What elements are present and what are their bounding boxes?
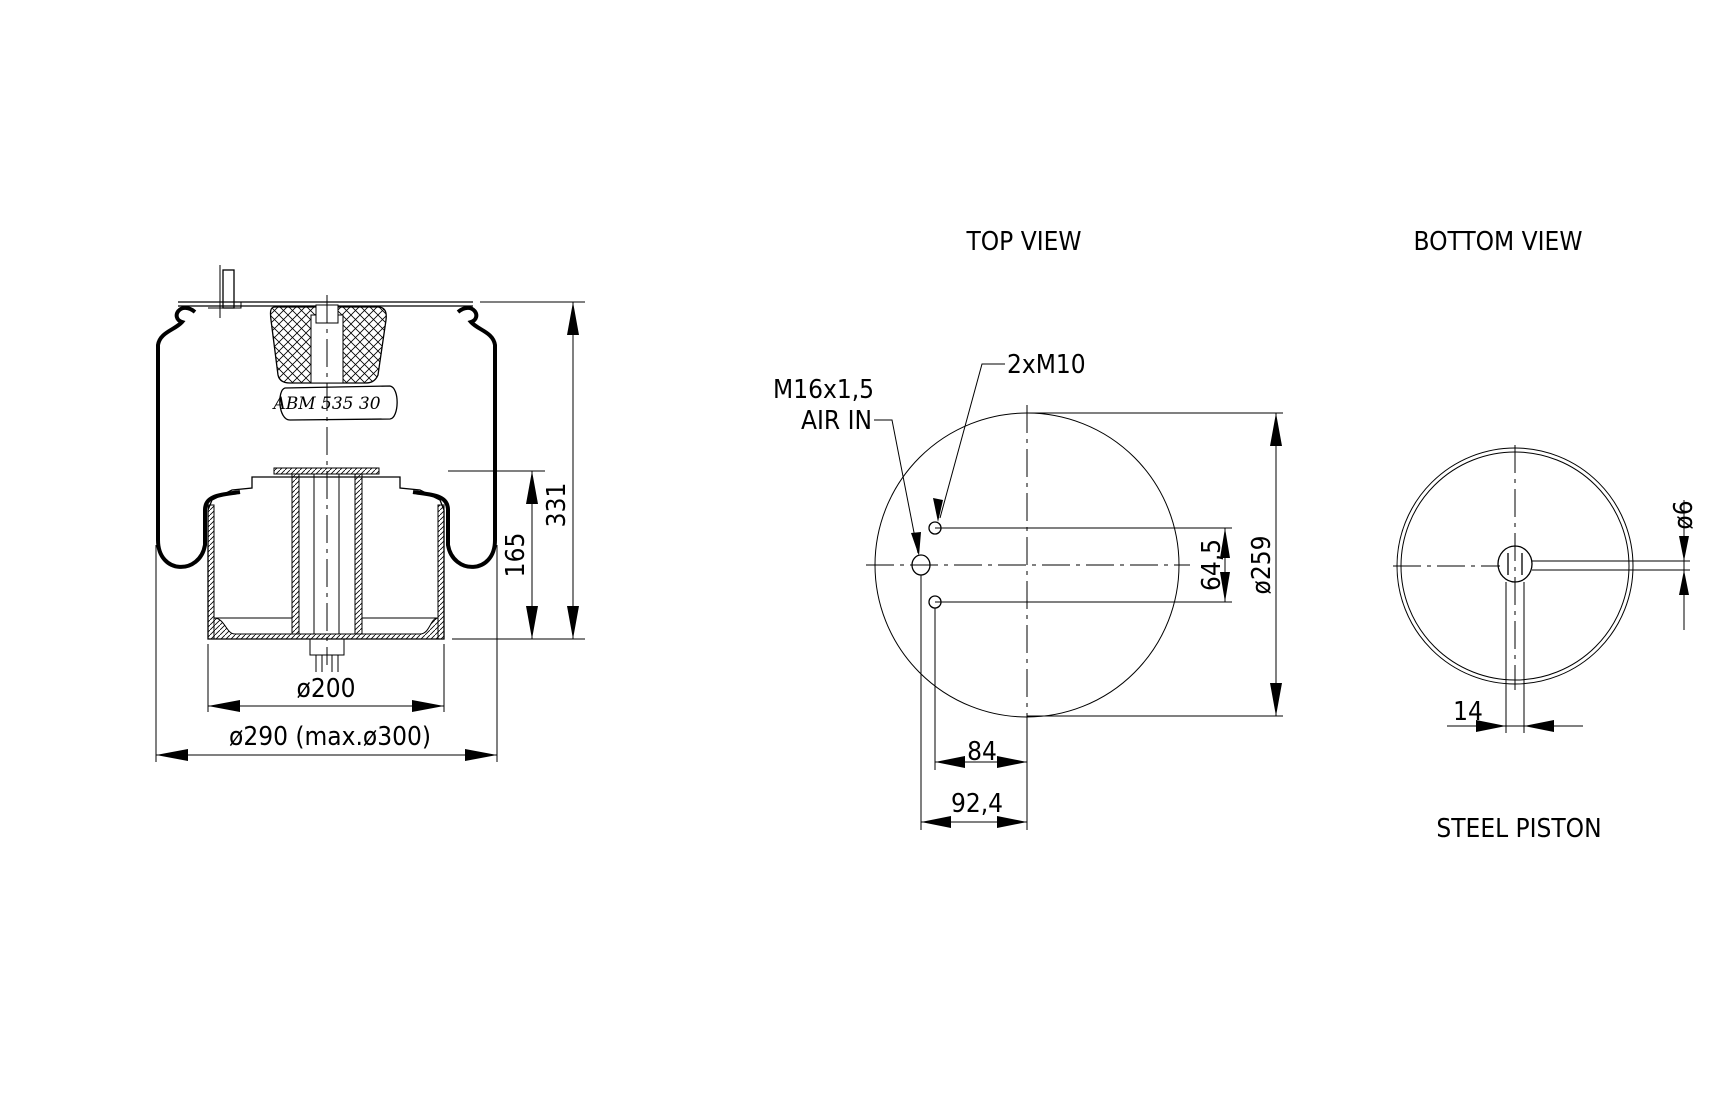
dim-259-text: ø259 — [1247, 536, 1277, 595]
dim-14-text: 14 — [1453, 697, 1483, 727]
mounting-stud — [208, 265, 242, 318]
steel-piston-caption: STEEL PISTON — [1436, 814, 1601, 844]
dim-64-5-text: 64,5 — [1197, 539, 1227, 591]
dimension-92-4: 92,4 — [920, 575, 1027, 830]
dimension-290: ø290 (max.ø300) — [155, 545, 498, 762]
dimension-165: 165 — [448, 470, 545, 639]
side-view: ABM 535 30 331 165 — [155, 265, 585, 762]
dimension-14: 14 — [1447, 582, 1583, 733]
dimension-259: ø259 — [1027, 412, 1283, 717]
dimension-84: 84 — [934, 608, 1028, 830]
dimension-331: 331 — [452, 301, 585, 640]
air-inlet-label-line2: AIR IN — [801, 406, 872, 436]
top-view-title: TOP VIEW — [965, 227, 1081, 257]
dim-200-text: ø200 — [297, 674, 356, 704]
studs-label: 2xM10 — [1007, 350, 1086, 380]
dim-290-text: ø290 (max.ø300) — [229, 722, 431, 752]
part-number-label: ABM 535 30 — [271, 394, 380, 414]
dim-165-text: 165 — [501, 533, 531, 578]
bellow-left — [156, 305, 241, 569]
center-boss — [1497, 545, 1533, 583]
bellow-right — [412, 305, 497, 569]
dim-331-text: 331 — [542, 483, 572, 528]
piston — [207, 467, 445, 672]
label-plate: ABM 535 30 — [271, 385, 398, 421]
air-inlet-label-line1: M16x1,5 — [773, 375, 874, 405]
top-view: TOP VIEW 2xM10 M16x1,5 AIR IN 64,5 ø259 — [773, 227, 1283, 830]
dim-92-4-text: 92,4 — [951, 789, 1003, 819]
dimension-200: ø200 — [207, 644, 445, 712]
dim-6-text: ø6 — [1669, 500, 1699, 529]
dim-84-text: 84 — [967, 737, 997, 767]
bottom-view-title: BOTTOM VIEW — [1414, 227, 1583, 257]
dimension-64-5: 64,5 — [935, 527, 1232, 603]
bottom-view: BOTTOM VIEW ø6 14 STEEL PISTON — [1393, 227, 1699, 844]
bump-stop — [269, 304, 387, 384]
dimension-6: ø6 — [1532, 500, 1699, 630]
